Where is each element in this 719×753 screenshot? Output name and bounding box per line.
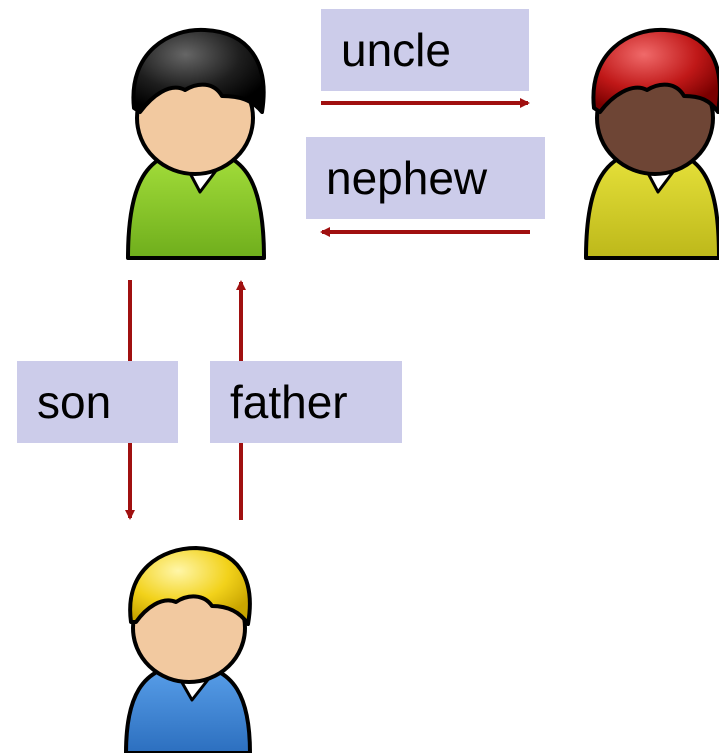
uncle-label: uncle (321, 9, 529, 91)
person-green-icon (126, 27, 266, 260)
nephew-label: nephew (306, 137, 545, 219)
son-label: son (17, 361, 178, 443)
person-blue-icon (124, 546, 252, 753)
person-red-icon (584, 27, 719, 260)
father-label: father (210, 361, 402, 443)
